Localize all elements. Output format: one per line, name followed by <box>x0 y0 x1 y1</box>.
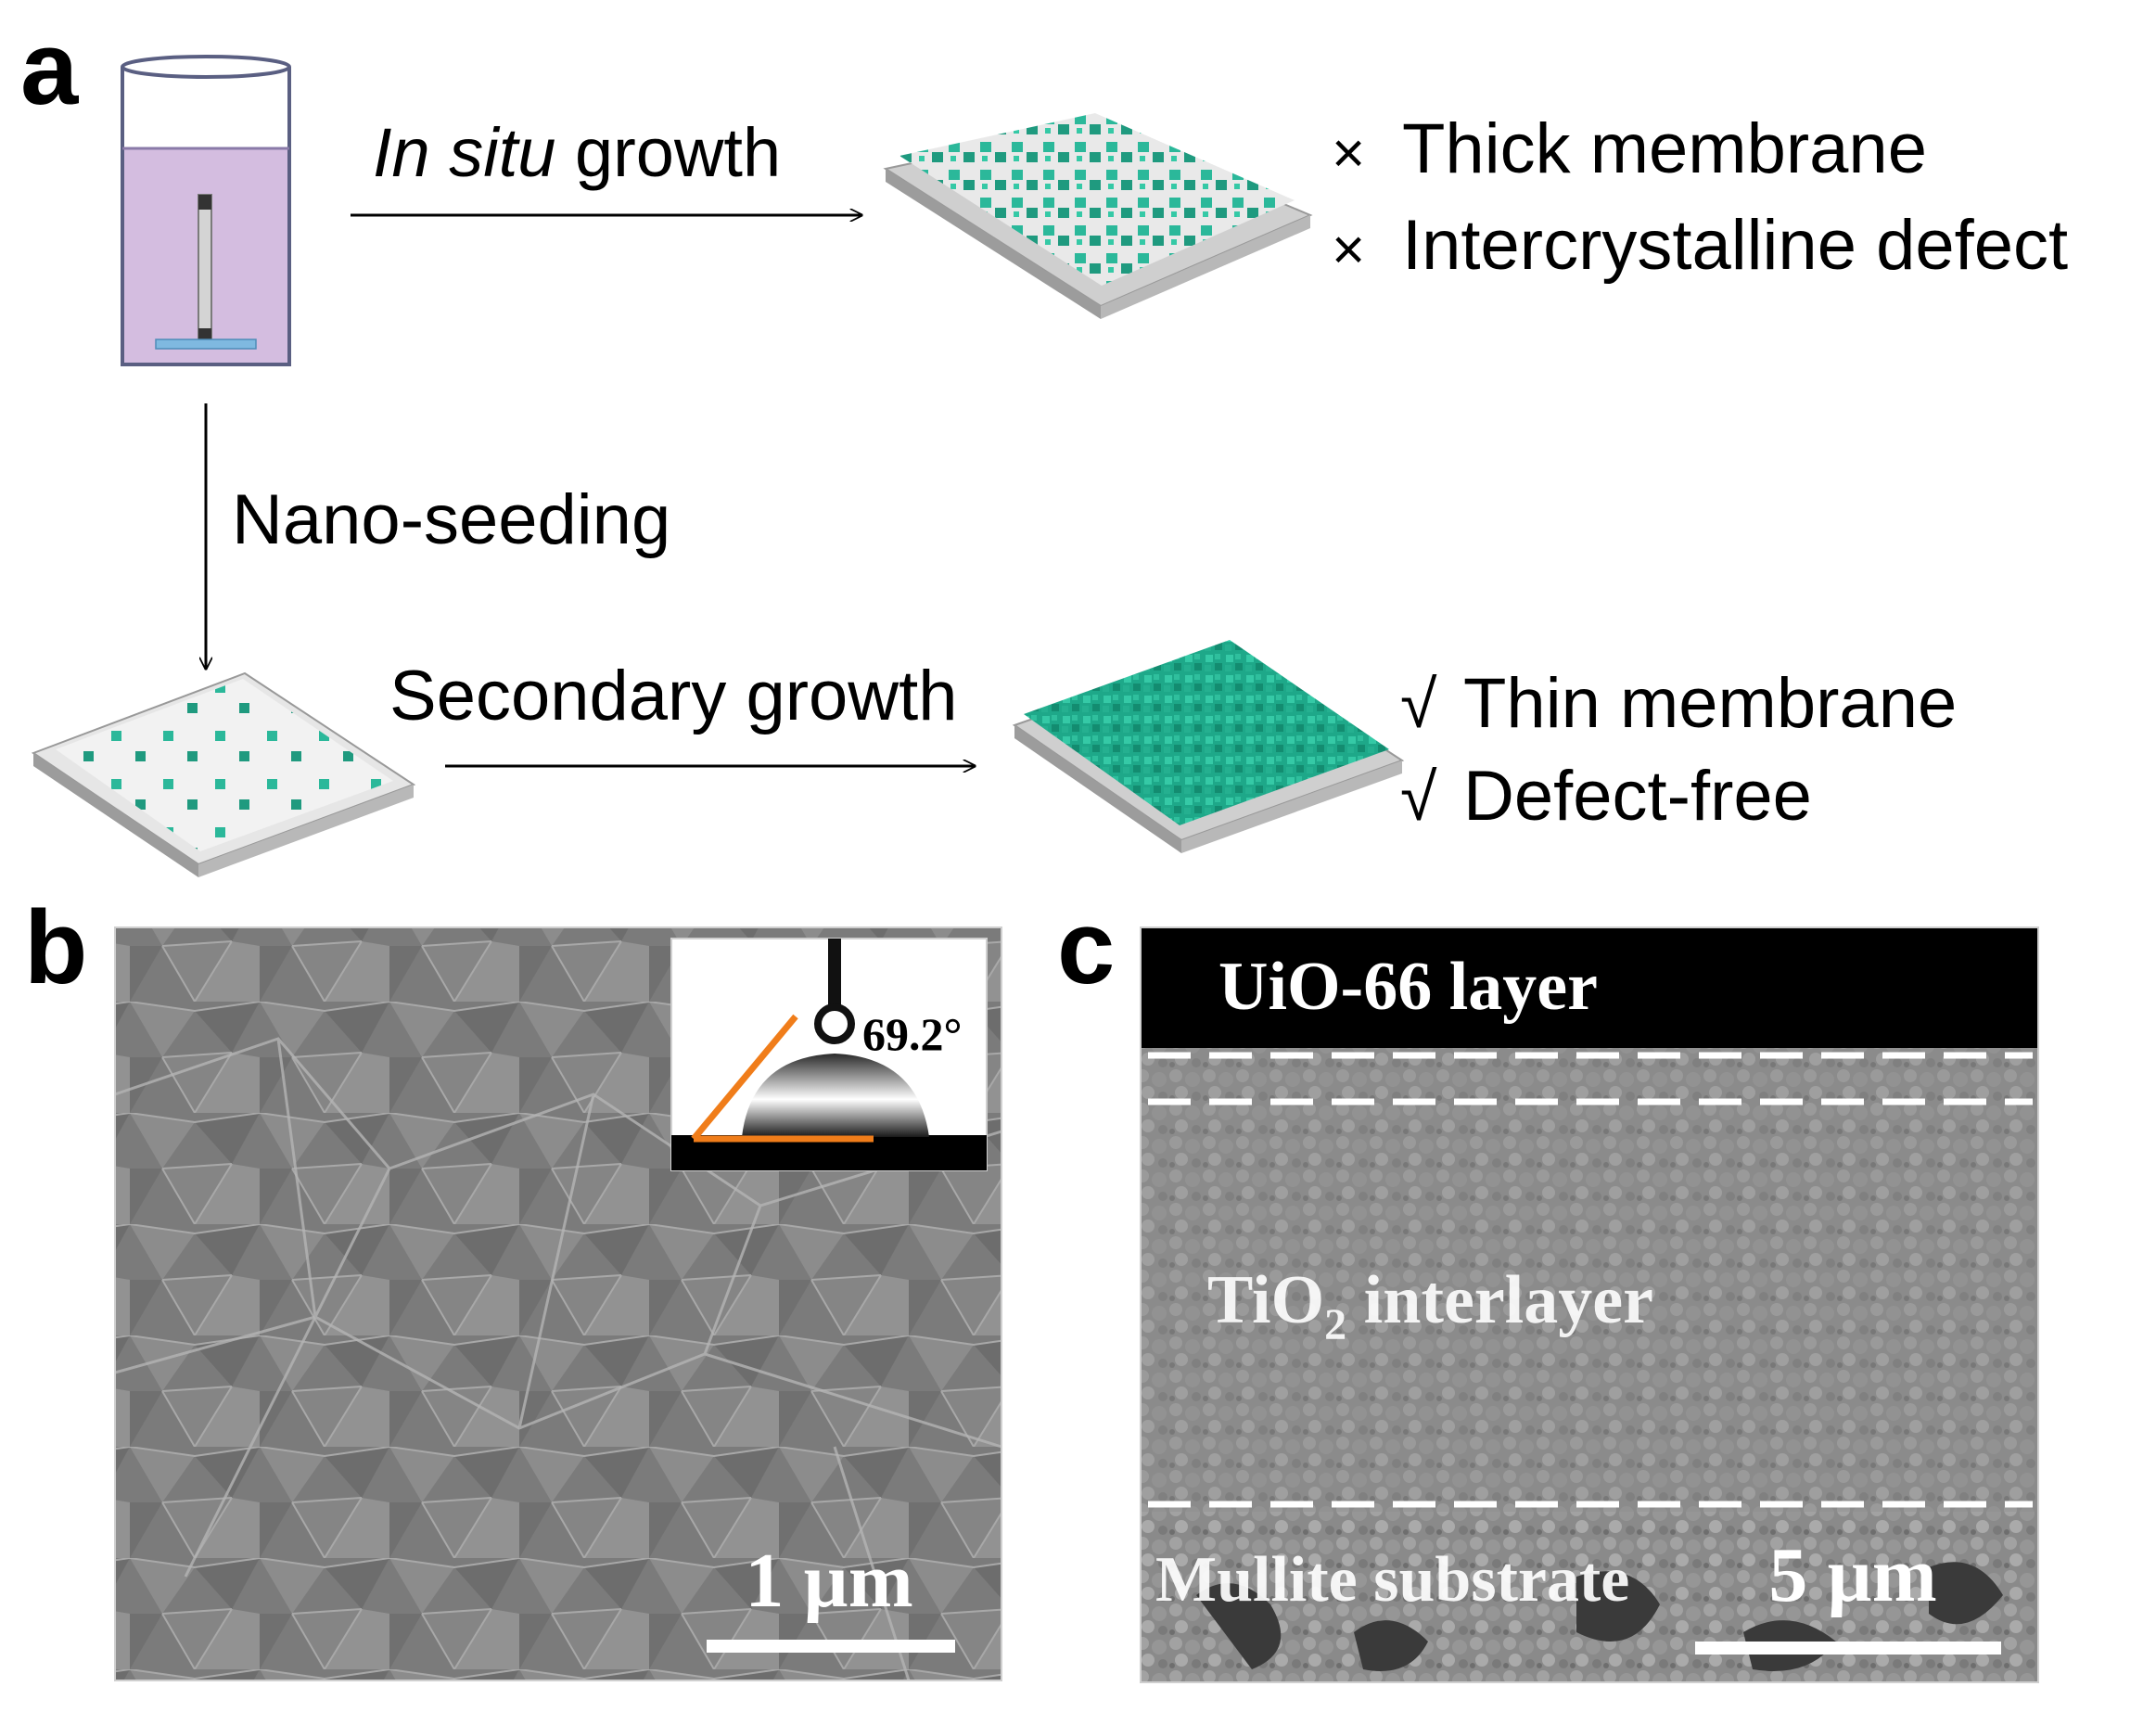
cross-mark-2: × <box>1332 218 1365 282</box>
scale-bar-b-label: 1 µm <box>745 1538 912 1624</box>
scale-bar-c-label: 5 µm <box>1768 1532 1936 1618</box>
defect-free-label: Defect-free <box>1463 757 1812 836</box>
beaker-icon <box>121 55 291 366</box>
cross-mark-1: × <box>1332 121 1365 185</box>
in-situ-outcomes: × Thick membrane × Intercrystalline defe… <box>1332 109 2068 285</box>
seeded-substrate-illustration <box>31 671 416 877</box>
panel-c: c UiO-66 layer TiO2 interlayer Mullite s… <box>1057 889 2039 1683</box>
in-situ-growth-label: In situ growth <box>373 114 781 191</box>
panel-a: a In situ growth × Thick membrane <box>20 10 2068 877</box>
secondary-growth-label: Secondary growth <box>389 657 958 735</box>
check-mark-2: √ <box>1400 760 1437 835</box>
tio2-interlayer-label: TiO2 interlayer <box>1207 1262 1653 1349</box>
secondary-growth-outcomes: √ Thin membrane √ Defect-free <box>1400 664 1957 836</box>
panel-b: b 69.2° 1 µm <box>24 889 1002 1681</box>
panel-a-letter: a <box>20 10 79 126</box>
sessile-drop <box>742 1054 929 1137</box>
mullite-substrate-label: Mullite substrate <box>1155 1544 1629 1616</box>
uio66-layer-label: UiO-66 layer <box>1218 949 1598 1025</box>
panel-c-letter: c <box>1057 889 1115 1005</box>
thin-membrane-label: Thin membrane <box>1463 664 1957 743</box>
layer-boundaries <box>1148 1052 2033 1508</box>
contact-angle-inset: 69.2° <box>670 938 988 1171</box>
thick-membrane-illustration <box>883 113 1313 319</box>
check-mark-1: √ <box>1400 668 1437 742</box>
scale-bar-b: 1 µm <box>707 1538 955 1653</box>
scale-bar-c: 5 µm <box>1695 1532 2001 1655</box>
thick-membrane-label: Thick membrane <box>1402 109 1927 188</box>
intercrystalline-defect-label: Intercrystalline defect <box>1402 206 2068 285</box>
contact-angle-line <box>691 1014 798 1142</box>
droplet-icon <box>814 1003 855 1044</box>
panel-b-letter: b <box>24 889 87 1005</box>
contact-angle-value: 69.2° <box>862 1008 963 1060</box>
nano-seeding-label: Nano-seeding <box>232 480 670 559</box>
thin-membrane-illustration <box>1012 640 1405 853</box>
